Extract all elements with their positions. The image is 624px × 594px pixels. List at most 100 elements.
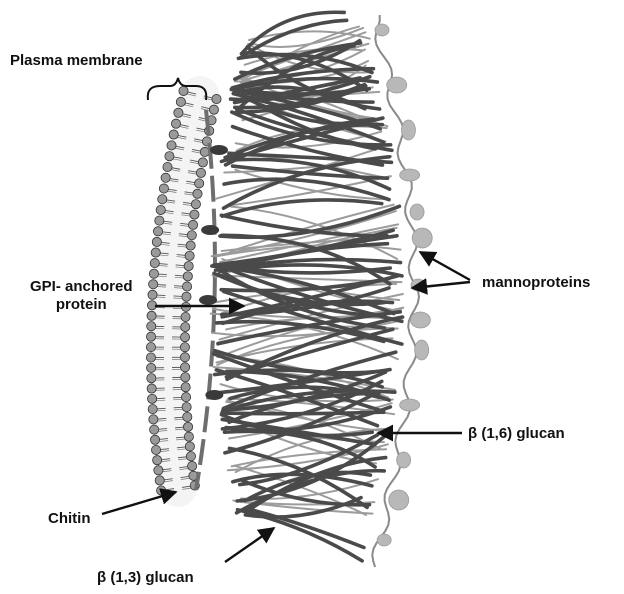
phospholipid-head (181, 322, 190, 331)
phospholipid-head (148, 290, 157, 299)
phospholipid-head (174, 108, 183, 117)
plasma-membrane-label: Plasma membrane (10, 52, 143, 70)
phospholipid-head (198, 158, 207, 167)
mannoprotein-blob (410, 312, 430, 328)
phospholipid-head (186, 241, 195, 250)
phospholipid-head (155, 216, 164, 225)
phospholipid-head (183, 272, 192, 281)
phospholipid-head (196, 168, 205, 177)
mannoprotein-blob (401, 120, 415, 140)
phospholipid-head (150, 425, 159, 434)
phospholipid-head (180, 343, 189, 352)
phospholipid-head (190, 210, 199, 219)
chitin-label: Chitin (48, 510, 91, 528)
phospholipid-head (184, 261, 193, 270)
phospholipid-head (156, 205, 165, 214)
phospholipid-head (188, 220, 197, 229)
phospholipid-head (176, 97, 185, 106)
phospholipid-head (153, 456, 162, 465)
phospholipid-head (165, 152, 174, 161)
gpi-label-line1: GPI- anchored (30, 278, 133, 296)
phospholipid-head (147, 311, 156, 320)
mannoprotein-blob (400, 399, 420, 411)
mannoprotein-blob (400, 169, 420, 181)
phospholipid-head (180, 333, 189, 342)
gpi-anchored-protein (205, 390, 223, 400)
phospholipid-head (184, 432, 193, 441)
phospholipid-head (151, 445, 160, 454)
phospholipid-head (195, 179, 204, 188)
mannoprotein-blob (412, 228, 432, 248)
phospholipid-head (179, 86, 188, 95)
chitin-pointer-arrow (102, 492, 176, 514)
phospholipid-head (193, 189, 202, 198)
phospholipid-head (182, 402, 191, 411)
phospholipid-head (181, 312, 190, 321)
phospholipid-head (158, 195, 167, 204)
beta-1-6-glucan-label: β (1,6) glucan (468, 425, 565, 443)
phospholipid-head (182, 282, 191, 291)
phospholipid-head (181, 383, 190, 392)
phospholipid-head (146, 332, 155, 341)
phospholipid-head (169, 130, 178, 139)
phospholipid-head (188, 461, 197, 470)
mannoprotein-blob (397, 452, 411, 468)
phospholipid-head (180, 363, 189, 372)
mannoproteins-pointer-arrow-upper (420, 252, 470, 280)
phospholipid-head (185, 442, 194, 451)
plasma-membrane-bilayer (146, 78, 221, 495)
mannoprotein-blob (411, 279, 425, 291)
phospholipid-head (149, 280, 158, 289)
phospholipid-head (147, 384, 156, 393)
phospholipid-head (149, 415, 158, 424)
mannoprotein-blob (387, 77, 407, 93)
mannoprotein-blob (389, 490, 409, 510)
phospholipid-head (150, 435, 159, 444)
beta-1-3-glucan-label: β (1,3) glucan (97, 569, 194, 587)
phospholipid-head (212, 94, 221, 103)
phospholipid-head (183, 422, 192, 431)
phospholipid-head (183, 412, 192, 421)
phospholipid-head (180, 353, 189, 362)
gpi-anchored-protein (199, 295, 217, 305)
gpi-anchored-protein (210, 145, 228, 155)
phospholipid-head (157, 486, 166, 495)
phospholipid-head (150, 259, 159, 268)
phospholipid-head (155, 476, 164, 485)
phospholipid-head (181, 373, 190, 382)
phospholipid-head (167, 141, 176, 150)
gpi-anchored-protein-label: GPI- anchored protein (30, 278, 133, 314)
phospholipid-head (146, 363, 155, 372)
mannoprotein-blob (377, 534, 391, 546)
phospholipid-head (148, 405, 157, 414)
phospholipid-head (152, 237, 161, 246)
phospholipid-head (186, 452, 195, 461)
phospholipid-head (151, 248, 160, 257)
mannoprotein-blob (415, 340, 429, 360)
phospholipid-head (148, 394, 157, 403)
beta-1-3-glucan-strand (222, 412, 384, 414)
phospholipid-head (161, 173, 170, 182)
phospholipid-head (185, 251, 194, 260)
phospholipid-head (147, 374, 156, 383)
phospholipid-head (191, 200, 200, 209)
phospholipid-head (147, 322, 156, 331)
gpi-anchored-protein (201, 225, 219, 235)
phospholipid-head (159, 184, 168, 193)
phospholipid-head (171, 119, 180, 128)
mannoprotein-blob (410, 204, 424, 220)
phospholipid-head (146, 353, 155, 362)
phospholipid-head (149, 269, 158, 278)
gpi-label-line2: protein (30, 296, 133, 314)
phospholipid-head (187, 231, 196, 240)
phospholipid-head (153, 227, 162, 236)
phospholipid-head (209, 105, 218, 114)
phospholipid-head (154, 466, 163, 475)
phospholipid-head (181, 393, 190, 402)
cell-wall-layer (196, 12, 432, 567)
mannoprotein-blob (375, 24, 389, 36)
beta-1-3-glucan-pointer-arrow (225, 528, 274, 562)
phospholipid-head (146, 343, 155, 352)
phospholipid-head (163, 162, 172, 171)
